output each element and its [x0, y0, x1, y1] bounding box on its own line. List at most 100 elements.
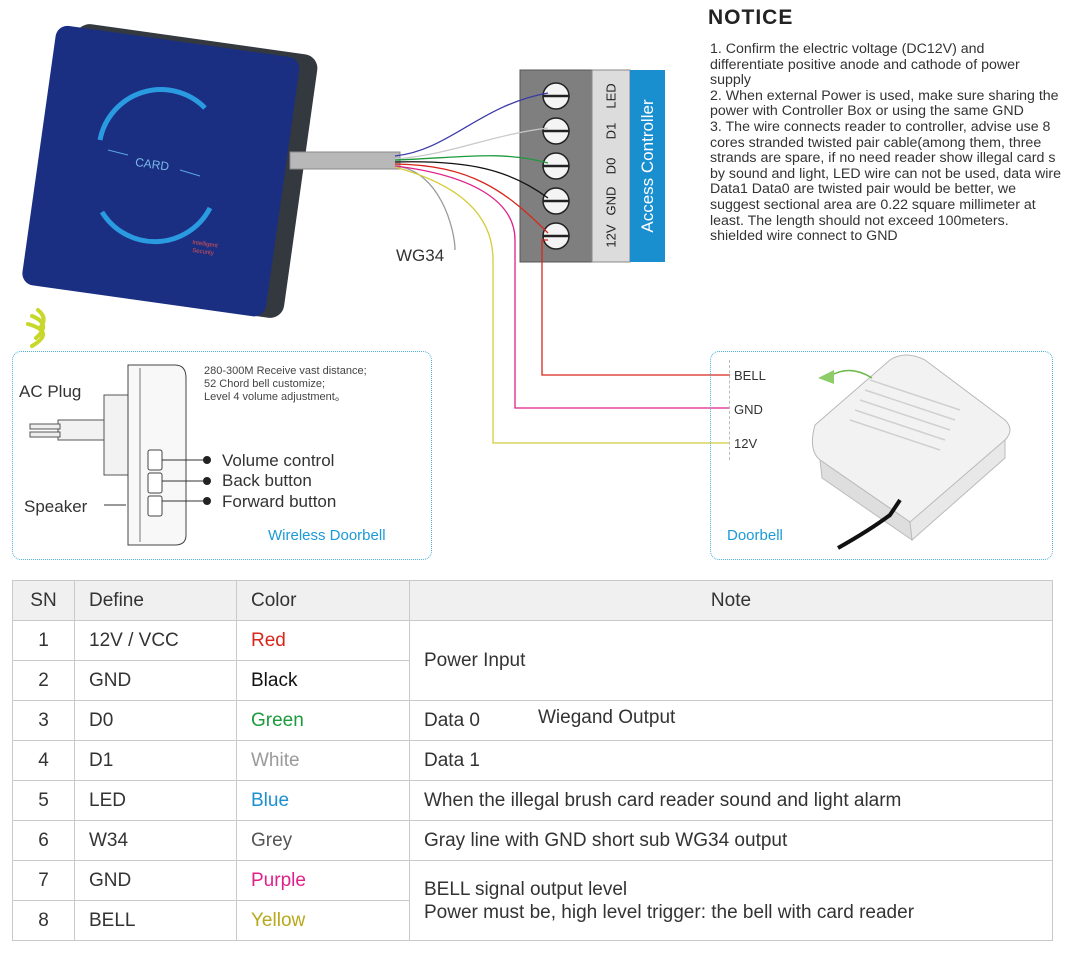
notice-item-3: 3. The wire connects reader to controlle…: [710, 118, 1061, 245]
wiring-diagram: CARD Intelligent Security: [22, 24, 1011, 550]
table-header-row: SN Define Color Note: [12, 580, 1053, 621]
cell-color: Blue: [236, 780, 410, 821]
table-row: 7 GND Purple BELL signal output level Po…: [12, 860, 1053, 941]
cell-note: BELL signal output level Power must be, …: [409, 860, 1053, 941]
cell-sn: 4: [12, 740, 75, 781]
controller-label: Access Controller: [630, 70, 665, 262]
wire-black: [394, 161, 549, 199]
cell-color: Black: [236, 660, 410, 701]
cell-define: D1: [74, 740, 237, 781]
controller-title: Access Controller: [637, 99, 657, 233]
cell-sn: 2: [12, 660, 75, 701]
notice-item-1: 1. Confirm the electric voltage (DC12V) …: [710, 41, 1020, 89]
notice-item-2: 2. When external Power is used, make sur…: [710, 87, 1059, 120]
doorbell-panel: [710, 351, 1053, 560]
brand-line-2: Security: [192, 248, 214, 257]
doorbell-caption: Doorbell: [727, 527, 783, 544]
cell-note: Gray line with GND short sub WG34 output: [409, 820, 1053, 861]
wireless-doorbell-specs: 280-300M Receive vast distance; 52 Chord…: [204, 365, 367, 404]
note-wiegand: Wiegand Output: [538, 707, 676, 728]
cable-label: WG34: [396, 246, 445, 265]
card-arc-bottom: [99, 206, 213, 245]
terminal-d1: D1: [603, 122, 619, 140]
terminal-block: [519, 69, 631, 263]
pin-12v: 12V: [734, 436, 758, 451]
forward-button-label: Forward button: [222, 492, 337, 511]
header-define: Define: [74, 580, 237, 621]
wireless-doorbell-caption: Wireless Doorbell: [268, 527, 386, 544]
cell-color: Green: [236, 700, 410, 741]
wireless-signal-icon: [26, 308, 46, 348]
cell-define: D0: [74, 700, 237, 741]
wiring-table: SN Define Color Note 1 12V / VCC Red Pow…: [12, 580, 1053, 941]
wire-blue: [394, 92, 549, 157]
cell-define: 12V / VCC: [74, 620, 237, 661]
cell-sn: 8: [12, 900, 75, 941]
table-row: 1 12V / VCC Red Power Input: [12, 620, 1053, 701]
doorbell-device: [811, 354, 1011, 550]
table-row: 5 LED Blue When the illegal brush card r…: [12, 780, 1053, 821]
note-bell-2: Power must be, high level trigger: the b…: [424, 901, 915, 923]
cell-sn: 6: [12, 820, 75, 861]
terminal-labels: LED D1 D0 GND 12V: [592, 70, 630, 262]
pin-gnd: GND: [734, 402, 763, 417]
cell-color: Grey: [236, 820, 410, 861]
cell-color: Red: [236, 620, 410, 661]
wire-green: [394, 155, 549, 164]
card-text: CARD: [134, 155, 170, 174]
wire-white: [394, 127, 549, 160]
back-button-icon: [147, 472, 163, 494]
doorbell-cable: [837, 498, 902, 550]
cell-color: Purple: [236, 860, 410, 901]
table-row: 8 BELL Yellow: [12, 900, 1053, 941]
notice-title: NOTICE: [708, 6, 794, 29]
note-bell-1: BELL signal output level: [424, 878, 628, 900]
volume-control-label: Volume control: [222, 451, 335, 470]
terminal-d0: D0: [603, 157, 619, 175]
header-color: Color: [236, 580, 410, 621]
wireless-doorbell-panel: [12, 351, 432, 560]
cell-note: Data 1: [409, 740, 1053, 781]
pin-bell: BELL: [734, 368, 766, 383]
table-row: 3 D0 Green Data 0 Wiegand Output: [12, 700, 1053, 741]
cell-note: Power Input: [409, 620, 1053, 701]
cell-sn: 7: [12, 860, 75, 901]
spec-line-2: 52 Chord bell customize;: [204, 378, 326, 390]
forward-button-icon: [147, 495, 163, 517]
cell-sn: 1: [12, 620, 75, 661]
cell-note: Data 0 Wiegand Output: [409, 700, 1053, 741]
header-note: Note: [409, 580, 1053, 621]
table-row: 6 W34 Grey Gray line with GND short sub …: [12, 820, 1053, 861]
wire-bell: [541, 239, 730, 376]
card-arc-top: [97, 87, 207, 141]
ac-plug-label: AC Plug: [19, 382, 82, 401]
wire-purple: [394, 165, 730, 409]
cell-sn: 3: [12, 700, 75, 741]
cell-define: W34: [74, 820, 237, 861]
spec-line-3: Level 4 volume adjustment。: [204, 391, 346, 403]
wire-yellow: [394, 166, 730, 444]
header-sn: SN: [12, 580, 75, 621]
cell-sn: 5: [12, 780, 75, 821]
arrow-icon: [818, 370, 834, 384]
card-reader: CARD Intelligent Security: [22, 24, 318, 318]
cell-note: When the illegal brush card reader sound…: [409, 780, 1053, 821]
terminal-gnd: GND: [603, 186, 619, 216]
back-button-label: Back button: [222, 471, 312, 490]
cell-define: GND: [74, 660, 237, 701]
terminal-12v: 12V: [603, 224, 619, 248]
cell-define: BELL: [74, 900, 237, 941]
cell-define: LED: [74, 780, 237, 821]
wire-red: [394, 163, 549, 234]
speaker-label: Speaker: [24, 497, 88, 516]
wires: [394, 92, 730, 444]
spec-line-1: 280-300M Receive vast distance;: [204, 365, 367, 377]
cell-color: White: [236, 740, 410, 781]
table-row: 4 D1 White Data 1: [12, 740, 1053, 781]
terminal-led: LED: [603, 83, 619, 109]
cell-color: Yellow: [236, 900, 410, 941]
note-data0: Data 0: [424, 709, 480, 731]
cable-sheath: [289, 151, 401, 170]
brand-line-1: Intelligent: [192, 240, 219, 250]
wireless-doorbell-device: [29, 364, 211, 546]
